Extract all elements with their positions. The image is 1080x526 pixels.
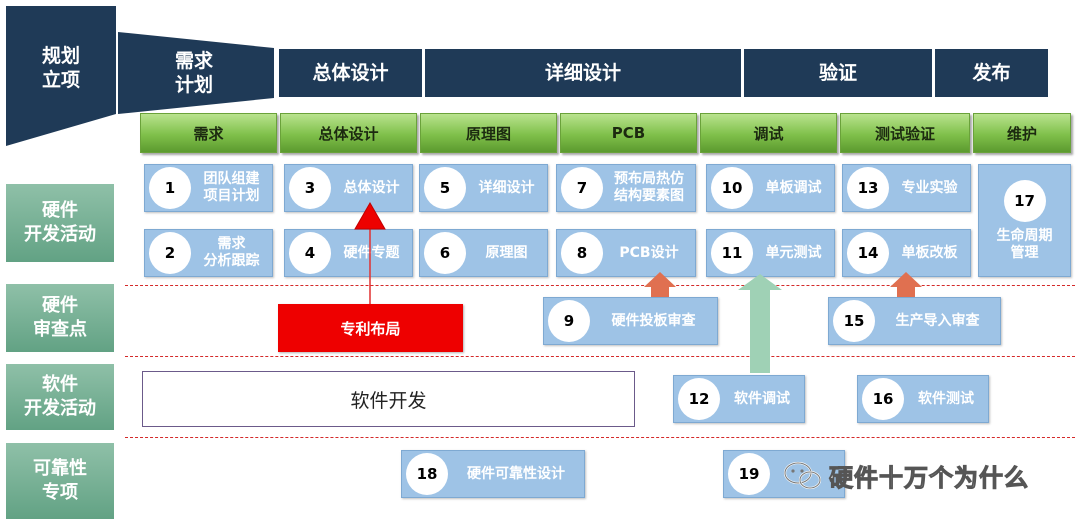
activity-label: 单板调试	[765, 179, 822, 196]
software-dev-box: 软件开发	[142, 371, 635, 427]
activity-label: 总体设计	[343, 179, 400, 196]
activity-number: 4	[289, 232, 331, 274]
row-label-reliability: 可靠性 专项	[6, 443, 114, 519]
unit-test-arrow	[738, 274, 782, 373]
phase-overall-design: 总体设计	[279, 49, 422, 97]
activity-label: 硬件专题	[343, 244, 400, 261]
row-label-hw-activities: 硬件 开发活动	[6, 184, 114, 262]
activity-label: 专业实验	[901, 179, 958, 196]
activity-8: 8 PCB设计	[556, 229, 696, 277]
activity-17: 17 生命周期 管理	[978, 164, 1071, 277]
activity-label: PCB设计	[619, 244, 679, 261]
activity-label: 需求 分析跟踪	[203, 236, 260, 269]
divider-2	[125, 356, 1075, 357]
activity-number: 2	[149, 232, 191, 274]
wechat-icon	[783, 461, 822, 489]
activity-number: 1	[149, 167, 191, 209]
activity-number: 16	[862, 378, 904, 420]
row-label-hw-review: 硬件 审查点	[6, 284, 114, 352]
activity-label: 软件测试	[918, 390, 974, 407]
watermark: 硬件十万个为什么	[783, 458, 1029, 493]
patent-layout-box: 专利布局	[278, 304, 463, 352]
activity-5: 5 详细设计	[419, 164, 548, 212]
planning-phase-shape	[6, 6, 116, 146]
activity-16: 16 软件测试	[857, 375, 989, 423]
activity-11: 11 单元测试	[706, 229, 835, 277]
stage-debug: 调试	[700, 113, 837, 153]
stage-overall-design: 总体设计	[280, 113, 417, 153]
stage-schematic: 原理图	[420, 113, 557, 153]
activity-12: 12 软件调试	[673, 375, 805, 423]
activity-number: 11	[711, 232, 753, 274]
watermark-text: 硬件十万个为什么	[829, 464, 1029, 493]
activity-number: 19	[728, 453, 770, 495]
activity-6: 6 原理图	[419, 229, 548, 277]
activity-13: 13 专业实验	[842, 164, 971, 212]
activity-number: 14	[847, 232, 889, 274]
stage-pcb: PCB	[560, 113, 697, 153]
divider-3	[125, 437, 1075, 438]
activity-19: 19	[723, 450, 845, 498]
activity-10: 10 单板调试	[706, 164, 835, 212]
activity-4: 4 硬件专题	[284, 229, 413, 277]
phase-release: 发布	[935, 49, 1048, 97]
divider-1	[125, 285, 1075, 286]
activity-number: 18	[406, 453, 448, 495]
activity-label: 团队组建 项目计划	[203, 171, 260, 204]
activity-number: 3	[289, 167, 331, 209]
activity-label: 单板改板	[901, 244, 958, 261]
activity-number: 12	[678, 378, 720, 420]
activity-number: 10	[711, 167, 753, 209]
activity-14: 14 单板改板	[842, 229, 971, 277]
phase-detailed-design: 详细设计	[425, 49, 741, 97]
row-label-sw-activities: 软件 开发活动	[6, 364, 114, 430]
activity-number: 6	[424, 232, 466, 274]
activity-number: 17	[1003, 179, 1046, 222]
phase-planning: 规划 立项	[41, 45, 80, 91]
activity-9: 9 硬件投板审查	[543, 297, 718, 345]
requirements-phase-shape	[118, 32, 274, 114]
activity-label: 硬件可靠性设计	[467, 465, 565, 482]
activity-label: 软件调试	[734, 390, 790, 407]
activity-number: 7	[561, 167, 603, 209]
activity-label: 预布局热仿 结构要素图	[614, 171, 684, 204]
activity-3: 3 总体设计	[284, 164, 413, 212]
activity-number: 15	[833, 300, 875, 342]
activity-1: 1 团队组建 项目计划	[144, 164, 273, 212]
activity-number: 8	[561, 232, 603, 274]
activity-number: 9	[548, 300, 590, 342]
activity-15: 15 生产导入审查	[828, 297, 1001, 345]
activity-label: 详细设计	[478, 179, 535, 196]
stage-maintenance: 维护	[973, 113, 1071, 153]
stage-requirements: 需求	[140, 113, 277, 153]
activity-label: 生命周期 管理	[996, 227, 1053, 261]
activity-label: 原理图	[485, 244, 528, 261]
activity-2: 2 需求 分析跟踪	[144, 229, 273, 277]
activity-label: 单元测试	[765, 244, 822, 261]
activity-label: 硬件投板审查	[611, 312, 696, 329]
activity-18: 18 硬件可靠性设计	[401, 450, 585, 498]
activity-7: 7 预布局热仿 结构要素图	[556, 164, 696, 212]
activity-number: 13	[847, 167, 889, 209]
activity-number: 5	[424, 167, 466, 209]
phase-requirements: 需求 计划	[174, 50, 213, 96]
stage-test-verification: 测试验证	[840, 113, 970, 153]
phase-verification: 验证	[744, 49, 932, 97]
activity-label: 生产导入审查	[895, 312, 980, 329]
